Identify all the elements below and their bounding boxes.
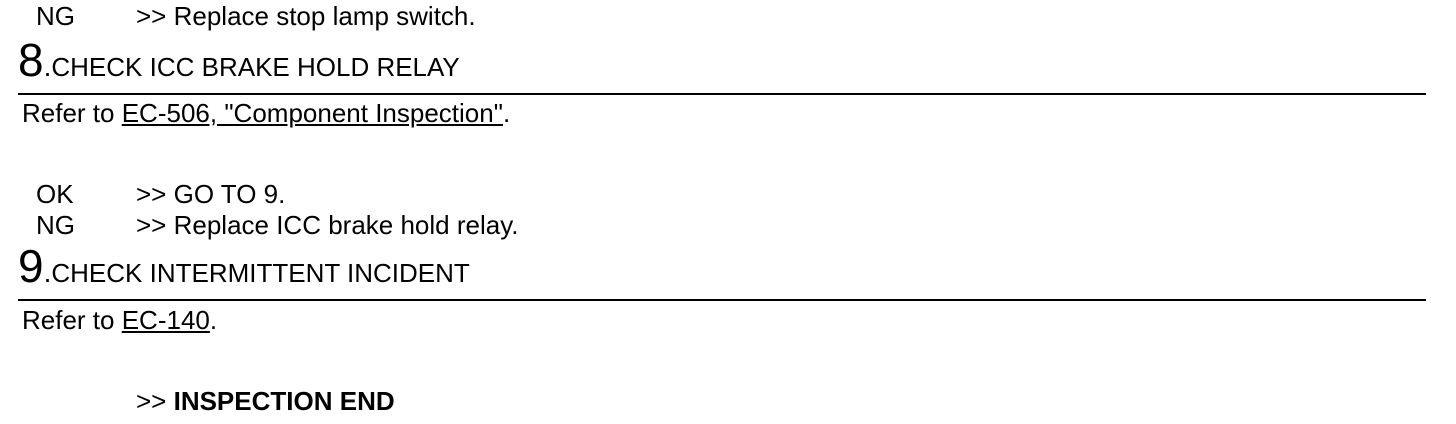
section-divider <box>18 299 1426 301</box>
step-title: CHECK INTERMITTENT INCIDENT <box>51 258 470 288</box>
step-9-heading: 9.CHECK INTERMITTENT INCIDENT <box>18 243 470 300</box>
step-9-refer: Refer to EC-140. <box>22 305 217 335</box>
result-action: >> GO TO 9. <box>136 179 286 209</box>
reference-link[interactable]: EC-140 <box>121 305 210 335</box>
result-action: >> Replace ICC brake hold relay. <box>136 210 519 240</box>
section-divider <box>18 93 1426 95</box>
refer-suffix: . <box>209 305 218 335</box>
inspection-end-text-group: >> INSPECTION END <box>136 386 395 416</box>
result-code: OK <box>36 179 74 209</box>
result-code: NG <box>36 210 75 240</box>
step-8-refer: Refer to EC-506, "Component Inspection". <box>22 98 510 128</box>
result-code: NG <box>36 1 75 31</box>
step-number: 9 <box>18 240 44 292</box>
step-number: 8 <box>18 34 44 86</box>
step-dot: . <box>43 51 52 82</box>
reference-link[interactable]: EC-506, "Component Inspection" <box>121 98 503 128</box>
refer-prefix: Refer to <box>22 305 122 335</box>
step-8-heading: 8.CHECK ICC BRAKE HOLD RELAY <box>18 37 460 94</box>
step-dot: . <box>43 257 52 288</box>
end-label: INSPECTION END <box>173 386 395 416</box>
end-arrow: >> <box>136 386 174 416</box>
step-title: CHECK ICC BRAKE HOLD RELAY <box>51 52 460 82</box>
refer-suffix: . <box>502 98 511 128</box>
result-action: >> Replace stop lamp switch. <box>136 1 476 31</box>
refer-prefix: Refer to <box>22 98 122 128</box>
